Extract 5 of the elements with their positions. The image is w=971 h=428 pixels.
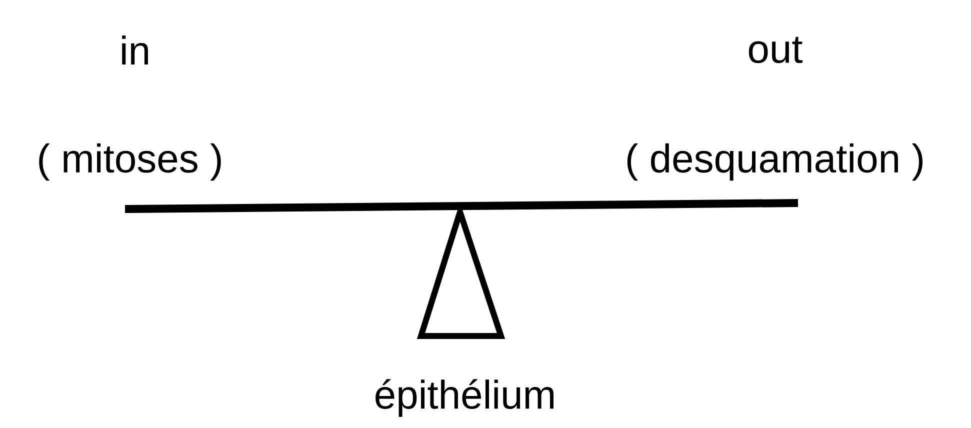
- label: ( desquamation ): [627, 143, 923, 181]
- label: ( mitoses ): [39, 143, 221, 181]
- label: out: [748, 36, 802, 64]
- label: épithélium: [376, 379, 554, 417]
- label: in: [122, 36, 148, 64]
